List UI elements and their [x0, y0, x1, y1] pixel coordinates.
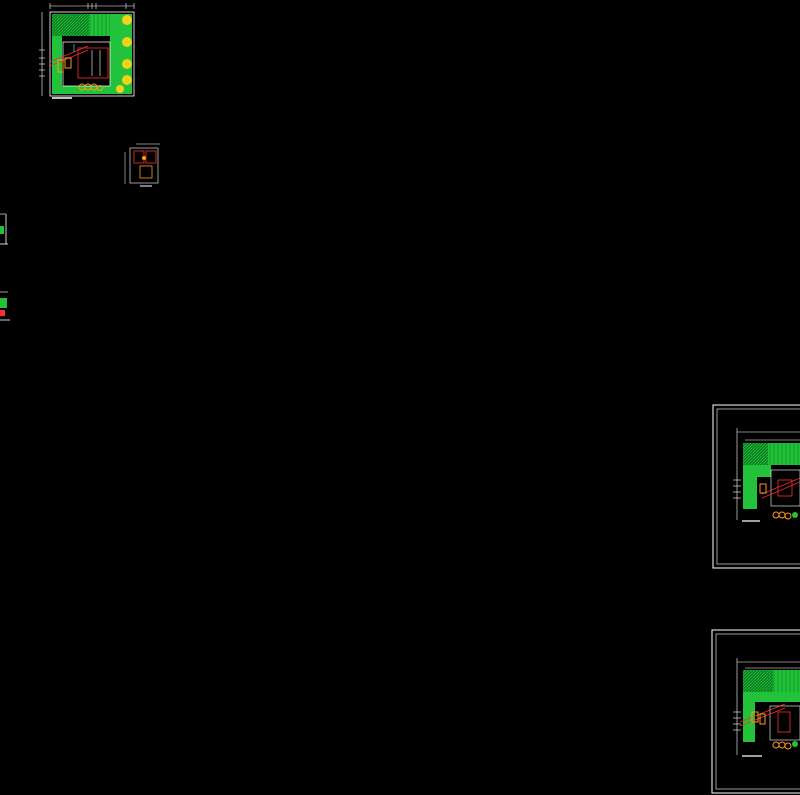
- sheet-frame-upper[interactable]: [712, 404, 800, 569]
- sheet-border-inner: [715, 633, 800, 790]
- grass-band: [89, 14, 110, 36]
- site-boundary: [49, 11, 135, 97]
- furniture-cluster: [57, 57, 103, 91]
- edge-fragment-a: [0, 213, 8, 245]
- floor-plan-mini[interactable]: [124, 143, 160, 187]
- grass-strip-left: [52, 36, 62, 94]
- dimension-line-top: [49, 3, 135, 9]
- sheet-border-inner: [716, 408, 800, 565]
- dimension-line-left: [39, 12, 45, 96]
- edge-fragment-b: [0, 291, 10, 321]
- hatched-lawn: [52, 14, 89, 36]
- tree-icon: [116, 15, 132, 93]
- house-footprint: [62, 41, 111, 87]
- sheet-border-outer: [711, 629, 800, 794]
- grass-strip-right: [110, 14, 132, 94]
- site-plan-small[interactable]: [39, 3, 135, 99]
- sheet-frame-lower[interactable]: [711, 629, 800, 794]
- sheet-border-outer: [712, 404, 800, 569]
- room-outline: [77, 47, 109, 79]
